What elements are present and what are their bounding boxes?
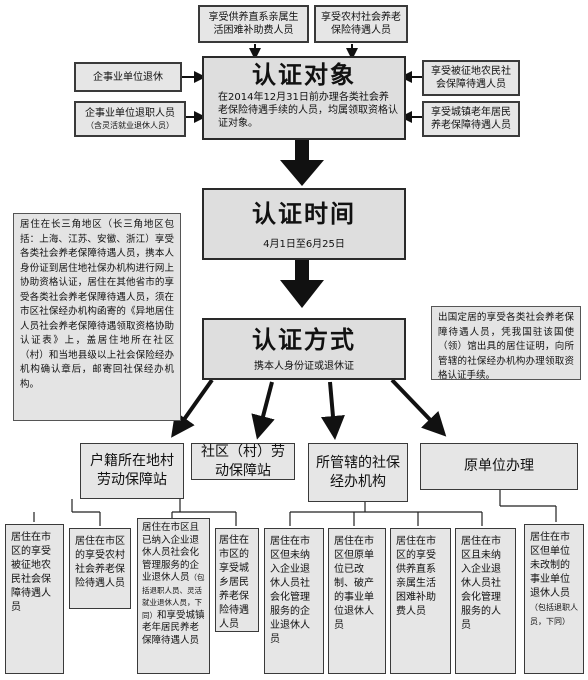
leaf-5: 居住在市区但未纳入企业退休人员社会化管理服务的企业退休人员 (264, 528, 324, 674)
category-original-employer-label: 原单位办理 (464, 458, 534, 474)
side-arrows (182, 44, 422, 123)
time-desc: 4月1日至6月25日 (263, 239, 345, 250)
method-box: 认证方式 携本人身份证或退休证 (202, 318, 406, 380)
leaf-3-text2: 和享受城镇老年居民养老保障待遇人员 (142, 609, 205, 646)
target-right-item-2-text: 享受被征地农民社会保障待遇人员 (431, 66, 511, 90)
side-note-left: 居住在长三角地区（长三角地区包括：上海、江苏、安徽、浙江）享受各类社会养老保障待… (13, 213, 181, 421)
category-original-employer: 原单位办理 (420, 443, 578, 490)
target-left-item-3-note: （含灵活就业退休人员） (86, 121, 174, 130)
category-social-security-office: 所管辖的社保经办机构 (308, 443, 408, 502)
leaf-3-text: 居住在市区且已纳入企业退休人员社会化管理服务的企业退休人员 (142, 522, 200, 583)
target-left-item-3-text: 企事业单位退职人员 (85, 108, 175, 119)
leaf-1-text: 居住在市区的享受被征地农民社会保障待遇人员 (11, 532, 51, 613)
method-desc: 携本人身份证或退休证 (254, 361, 354, 372)
leaf-9: 居住在市区但单位未改制的事业单位退休人员 （包括退职人员，下同） (524, 524, 584, 674)
leaf-6-text: 居住在市区但原单位已改制、破产的事业单位退休人员 (334, 536, 374, 631)
leaf-2: 居住在市区的享受农村社会养老保险待遇人员 (69, 528, 131, 609)
leaf-7: 居住在市区的享受供养直系亲属生活困难补助费人员 (390, 528, 451, 674)
target-title: 认证对象 (252, 61, 356, 89)
leaf-3-note: （包括退职人员、灵活就业退休人员，下同） (142, 573, 205, 620)
side-note-right-text: 出国定居的享受各类社会养老保障待遇人员，凭我国驻该国使（领）馆出具的居住证明，向… (438, 312, 574, 381)
method-title: 认证方式 (252, 326, 356, 354)
category-community-station: 社区（村）劳动保障站 (191, 443, 295, 480)
category-social-security-office-label: 所管辖的社保经办机构 (316, 454, 400, 490)
category-community-station-label: 社区（村）劳动保障站 (201, 443, 285, 479)
leaf-8: 居住在市区且未纳入企业退休人员社会化管理服务的人员 (455, 528, 516, 674)
leaf-3: 居住在市区且已纳入企业退休人员社会化管理服务的企业退休人员（包括退职人员、灵活就… (137, 518, 210, 674)
leaf-6: 居住在市区但原单位已改制、破产的事业单位退休人员 (328, 528, 386, 674)
leaf-4-text: 居住在市区的享受城乡居民养老保险待遇人员 (219, 535, 249, 630)
target-left-item-1: 享受供养直系亲属生活困难补助费人员 (198, 5, 309, 43)
target-box: 认证对象 在2014年12月31日前办理各类社会养老保险待遇手续的人员，均属领取… (202, 56, 406, 140)
target-left-item-2: 企事业单位退休 (74, 62, 182, 92)
time-title: 认证时间 (252, 200, 356, 228)
category-village-station: 户籍所在地村劳动保障站 (80, 443, 184, 499)
target-desc: 在2014年12月31日前办理各类社会养老保险待遇手续的人员，均属领取资格认证对… (218, 92, 398, 129)
target-right-item-2: 享受被征地农民社会保障待遇人员 (422, 60, 520, 96)
leaf-8-text: 居住在市区且未纳入企业退休人员社会化管理服务的人员 (461, 536, 501, 631)
time-box: 认证时间 4月1日至6月25日 (202, 188, 406, 260)
target-left-item-3: 企事业单位退职人员 （含灵活就业退休人员） (74, 101, 186, 137)
target-right-item-1: 享受农村社会养老保险待遇人员 (314, 5, 408, 43)
leaf-4: 居住在市区的享受城乡居民养老保险待遇人员 (215, 528, 259, 632)
target-right-item-3: 享受城镇老年居民养老保障待遇人员 (422, 101, 520, 137)
category-village-station-label: 户籍所在地村劳动保障站 (90, 453, 174, 488)
leaf-9-text: 居住在市区但单位未改制的事业单位退休人员 (530, 532, 570, 599)
category-arrows (171, 378, 447, 440)
side-note-right: 出国定居的享受各类社会养老保障待遇人员，凭我国驻该国使（领）馆出具的居住证明，向… (431, 306, 581, 381)
target-right-item-3-text: 享受城镇老年居民养老保障待遇人员 (431, 107, 511, 131)
leaf-5-text: 居住在市区但未纳入企业退休人员社会化管理服务的企业退休人员 (270, 536, 310, 645)
side-note-left-text: 居住在长三角地区（长三角地区包括：上海、江苏、安徽、浙江）享受各类社会养老保障待… (20, 219, 174, 390)
leaf-connectors (33, 480, 557, 526)
leaf-1: 居住在市区的享受被征地农民社会保障待遇人员 (5, 524, 64, 674)
target-right-item-1-text: 享受农村社会养老保险待遇人员 (321, 12, 401, 36)
main-down-arrows (280, 140, 324, 308)
leaf-7-text: 居住在市区的享受供养直系亲属生活困难补助费人员 (396, 536, 436, 617)
target-left-item-2-text: 企事业单位退休 (93, 71, 163, 83)
leaf-2-text: 居住在市区的享受农村社会养老保险待遇人员 (75, 536, 125, 589)
target-left-item-1-text: 享受供养直系亲属生活困难补助费人员 (208, 12, 299, 36)
leaf-9-note: （包括退职人员，下同） (530, 603, 578, 626)
